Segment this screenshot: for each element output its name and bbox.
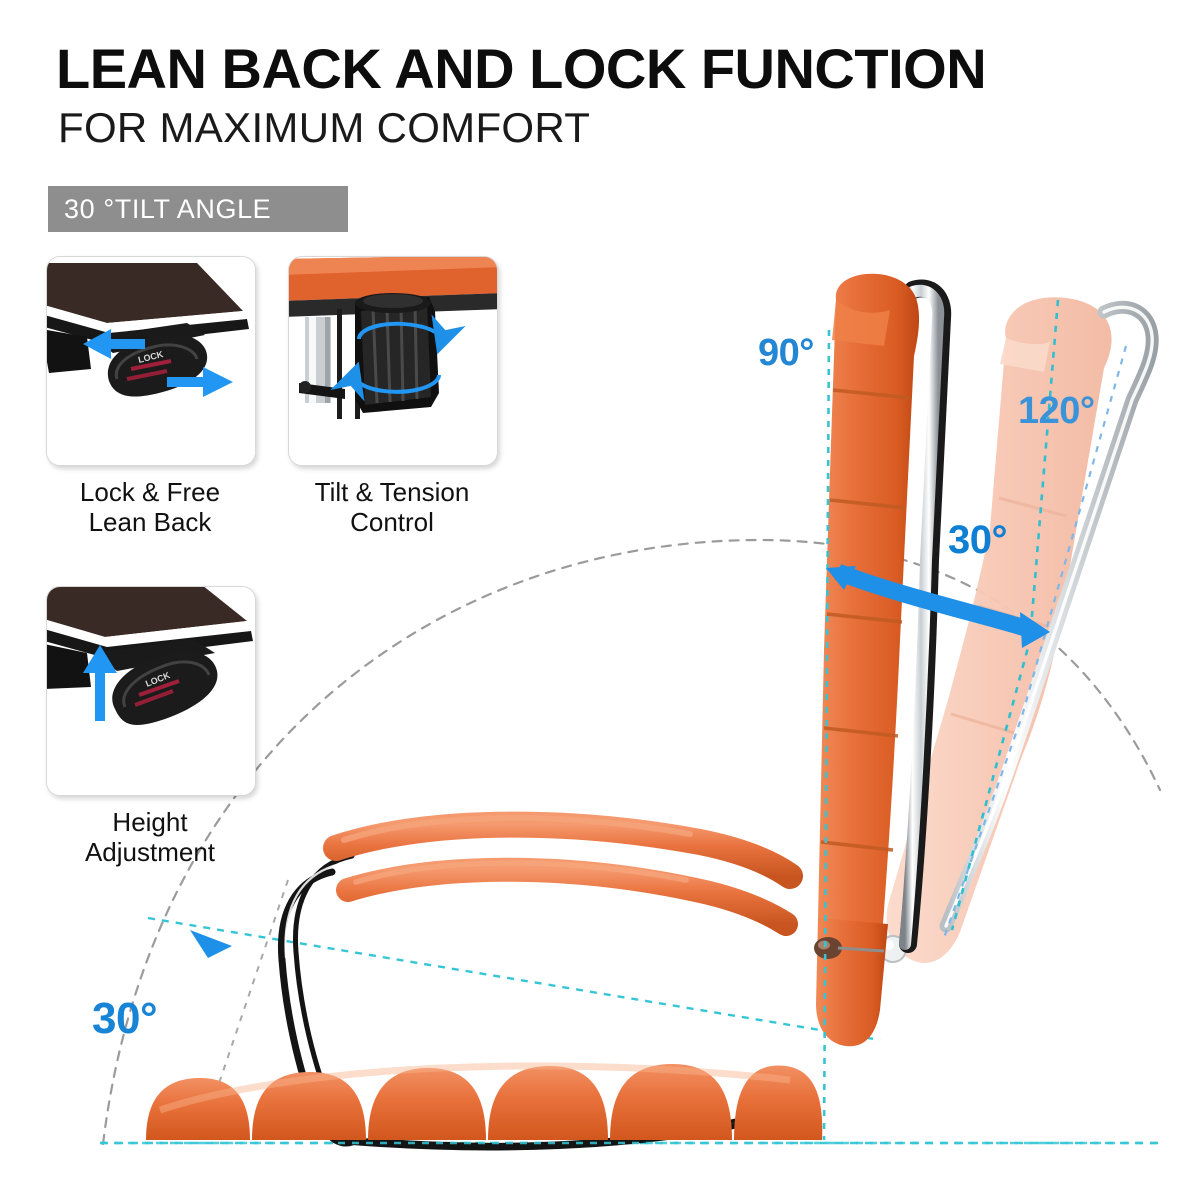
feature-caption-tilt-tension-control: Tilt & Tension Control — [272, 477, 512, 537]
caption-line-1: Lock & Free — [79, 477, 221, 507]
tilt-angle-badge-label: 30 °TILT ANGLE — [64, 193, 272, 224]
lock-free-lean-back-image: LOCK — [47, 257, 255, 465]
tilt-angle-badge: 30 °TILT ANGLE — [48, 186, 348, 232]
feature-caption-lock-free-lean-back: Lock & Free Lean Back — [30, 477, 270, 537]
caption-line-2: Lean Back — [88, 506, 212, 537]
upright-backrest — [814, 273, 952, 1047]
tilt-tension-control-image — [289, 257, 497, 465]
base-angle-arrowhead-icon — [190, 930, 232, 958]
angle-label-90: 90° — [758, 332, 814, 374]
tilt-arc-arrow — [826, 564, 1050, 648]
caption-line-2: Adjustment — [84, 836, 216, 867]
page-subtitle: FOR MAXIMUM COMFORT — [58, 104, 591, 151]
arrow-left-icon — [83, 329, 145, 359]
angle-label-120: 120° — [1018, 390, 1095, 432]
page-title: LEAN BACK AND LOCK FUNCTION — [56, 37, 987, 100]
feature-card-height-adjustment[interactable]: LOCK — [46, 586, 256, 796]
feature-caption-height-adjustment: Height Adjustment — [30, 807, 270, 867]
feature-card-lock-free-lean-back[interactable]: LOCK — [46, 256, 256, 466]
height-adjustment-image: LOCK — [47, 587, 255, 795]
rotation-arrow-icon — [330, 314, 466, 402]
angle-label-30-back: 30° — [948, 518, 1008, 562]
caption-line-2: Control — [350, 506, 434, 537]
arrow-right-icon — [167, 367, 233, 397]
caption-line-1: Tilt & Tension — [314, 477, 470, 507]
feature-card-tilt-tension-control[interactable] — [288, 256, 498, 466]
caption-line-1: Height — [112, 807, 188, 837]
angle-label-30-base: 30° — [92, 994, 158, 1043]
base-angle-upper-guide — [147, 916, 881, 1042]
upright-axis-guide — [822, 329, 831, 1141]
arrow-up-icon — [83, 645, 117, 721]
